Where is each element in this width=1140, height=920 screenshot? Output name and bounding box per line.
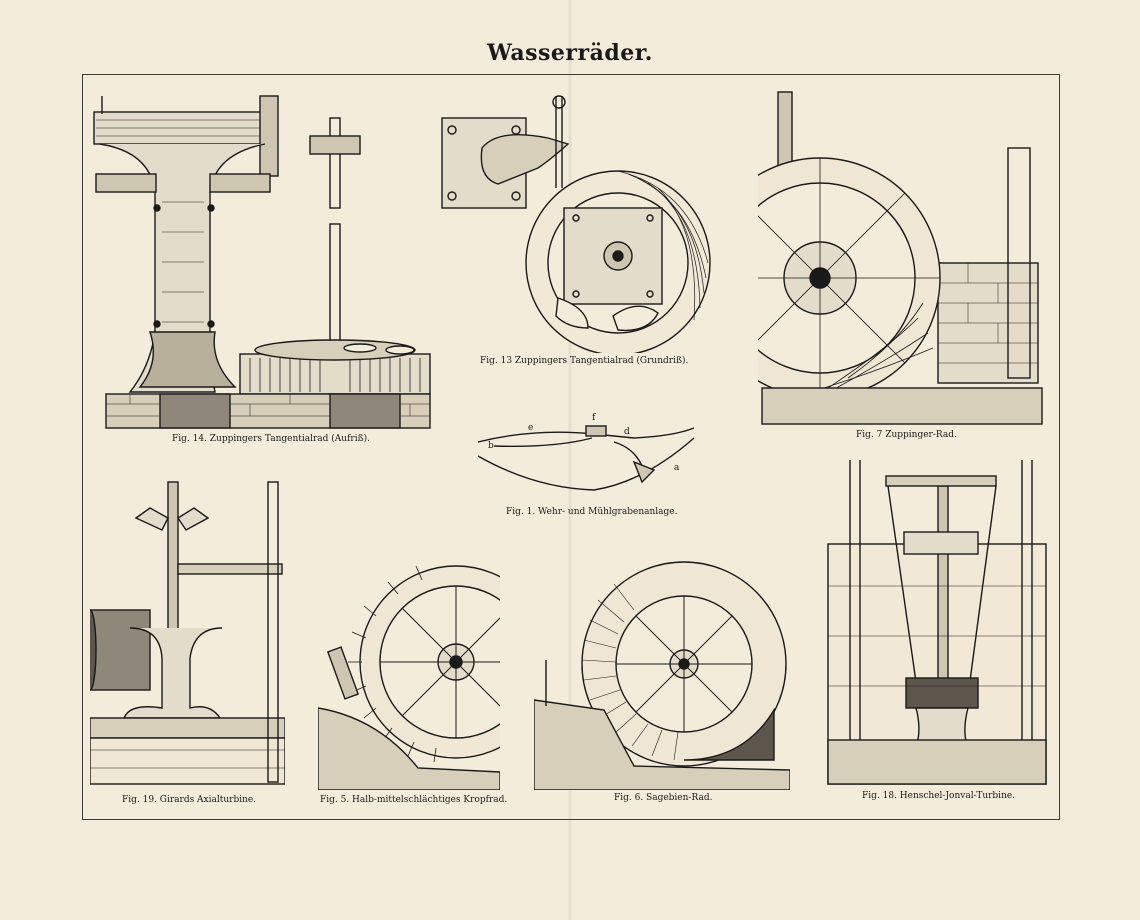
- figure-1-label-f: f: [592, 413, 596, 423]
- figure-19-illustration: [90, 478, 285, 790]
- figure-5-illustration: [318, 558, 500, 790]
- figure-13-illustration: [438, 88, 718, 353]
- figure-13-caption: Fig. 13 Zuppingers Tangentialrad (Grundr…: [480, 356, 689, 366]
- figure-18-caption: Fig. 18. Henschel-Jonval-Turbine.: [862, 791, 1016, 801]
- figure-6-caption: Fig. 6. Sagebien-Rad.: [614, 793, 713, 803]
- figure-14-illustration: [90, 92, 435, 432]
- figure-5-caption: Fig. 5. Halb-mittelschlächtiges Kropfrad…: [320, 795, 508, 805]
- figure-18-illustration: [826, 456, 1050, 788]
- figure-7-caption: Fig. 7 Zuppinger-Rad.: [856, 430, 957, 440]
- center-fold: [568, 0, 572, 920]
- figure-7-illustration: [758, 88, 1048, 428]
- plate-frame: [82, 74, 1060, 820]
- figure-1-label-d: d: [624, 427, 630, 437]
- figure-1-label-e: e: [528, 423, 533, 433]
- figure-1-caption: Fig. 1. Wehr- und Mühlgrabenanlage.: [506, 507, 678, 517]
- figure-19-caption: Fig. 19. Girards Axialturbine.: [122, 795, 257, 805]
- figure-1-label-b: b: [488, 441, 494, 451]
- figure-1-illustration: b e f d a: [474, 408, 698, 504]
- figure-14-caption: Fig. 14. Zuppingers Tangentialrad (Aufri…: [172, 434, 370, 444]
- plate-title: Wasserräder.: [487, 40, 653, 66]
- figure-1-label-a: a: [674, 463, 680, 473]
- figure-6-illustration: [534, 560, 790, 790]
